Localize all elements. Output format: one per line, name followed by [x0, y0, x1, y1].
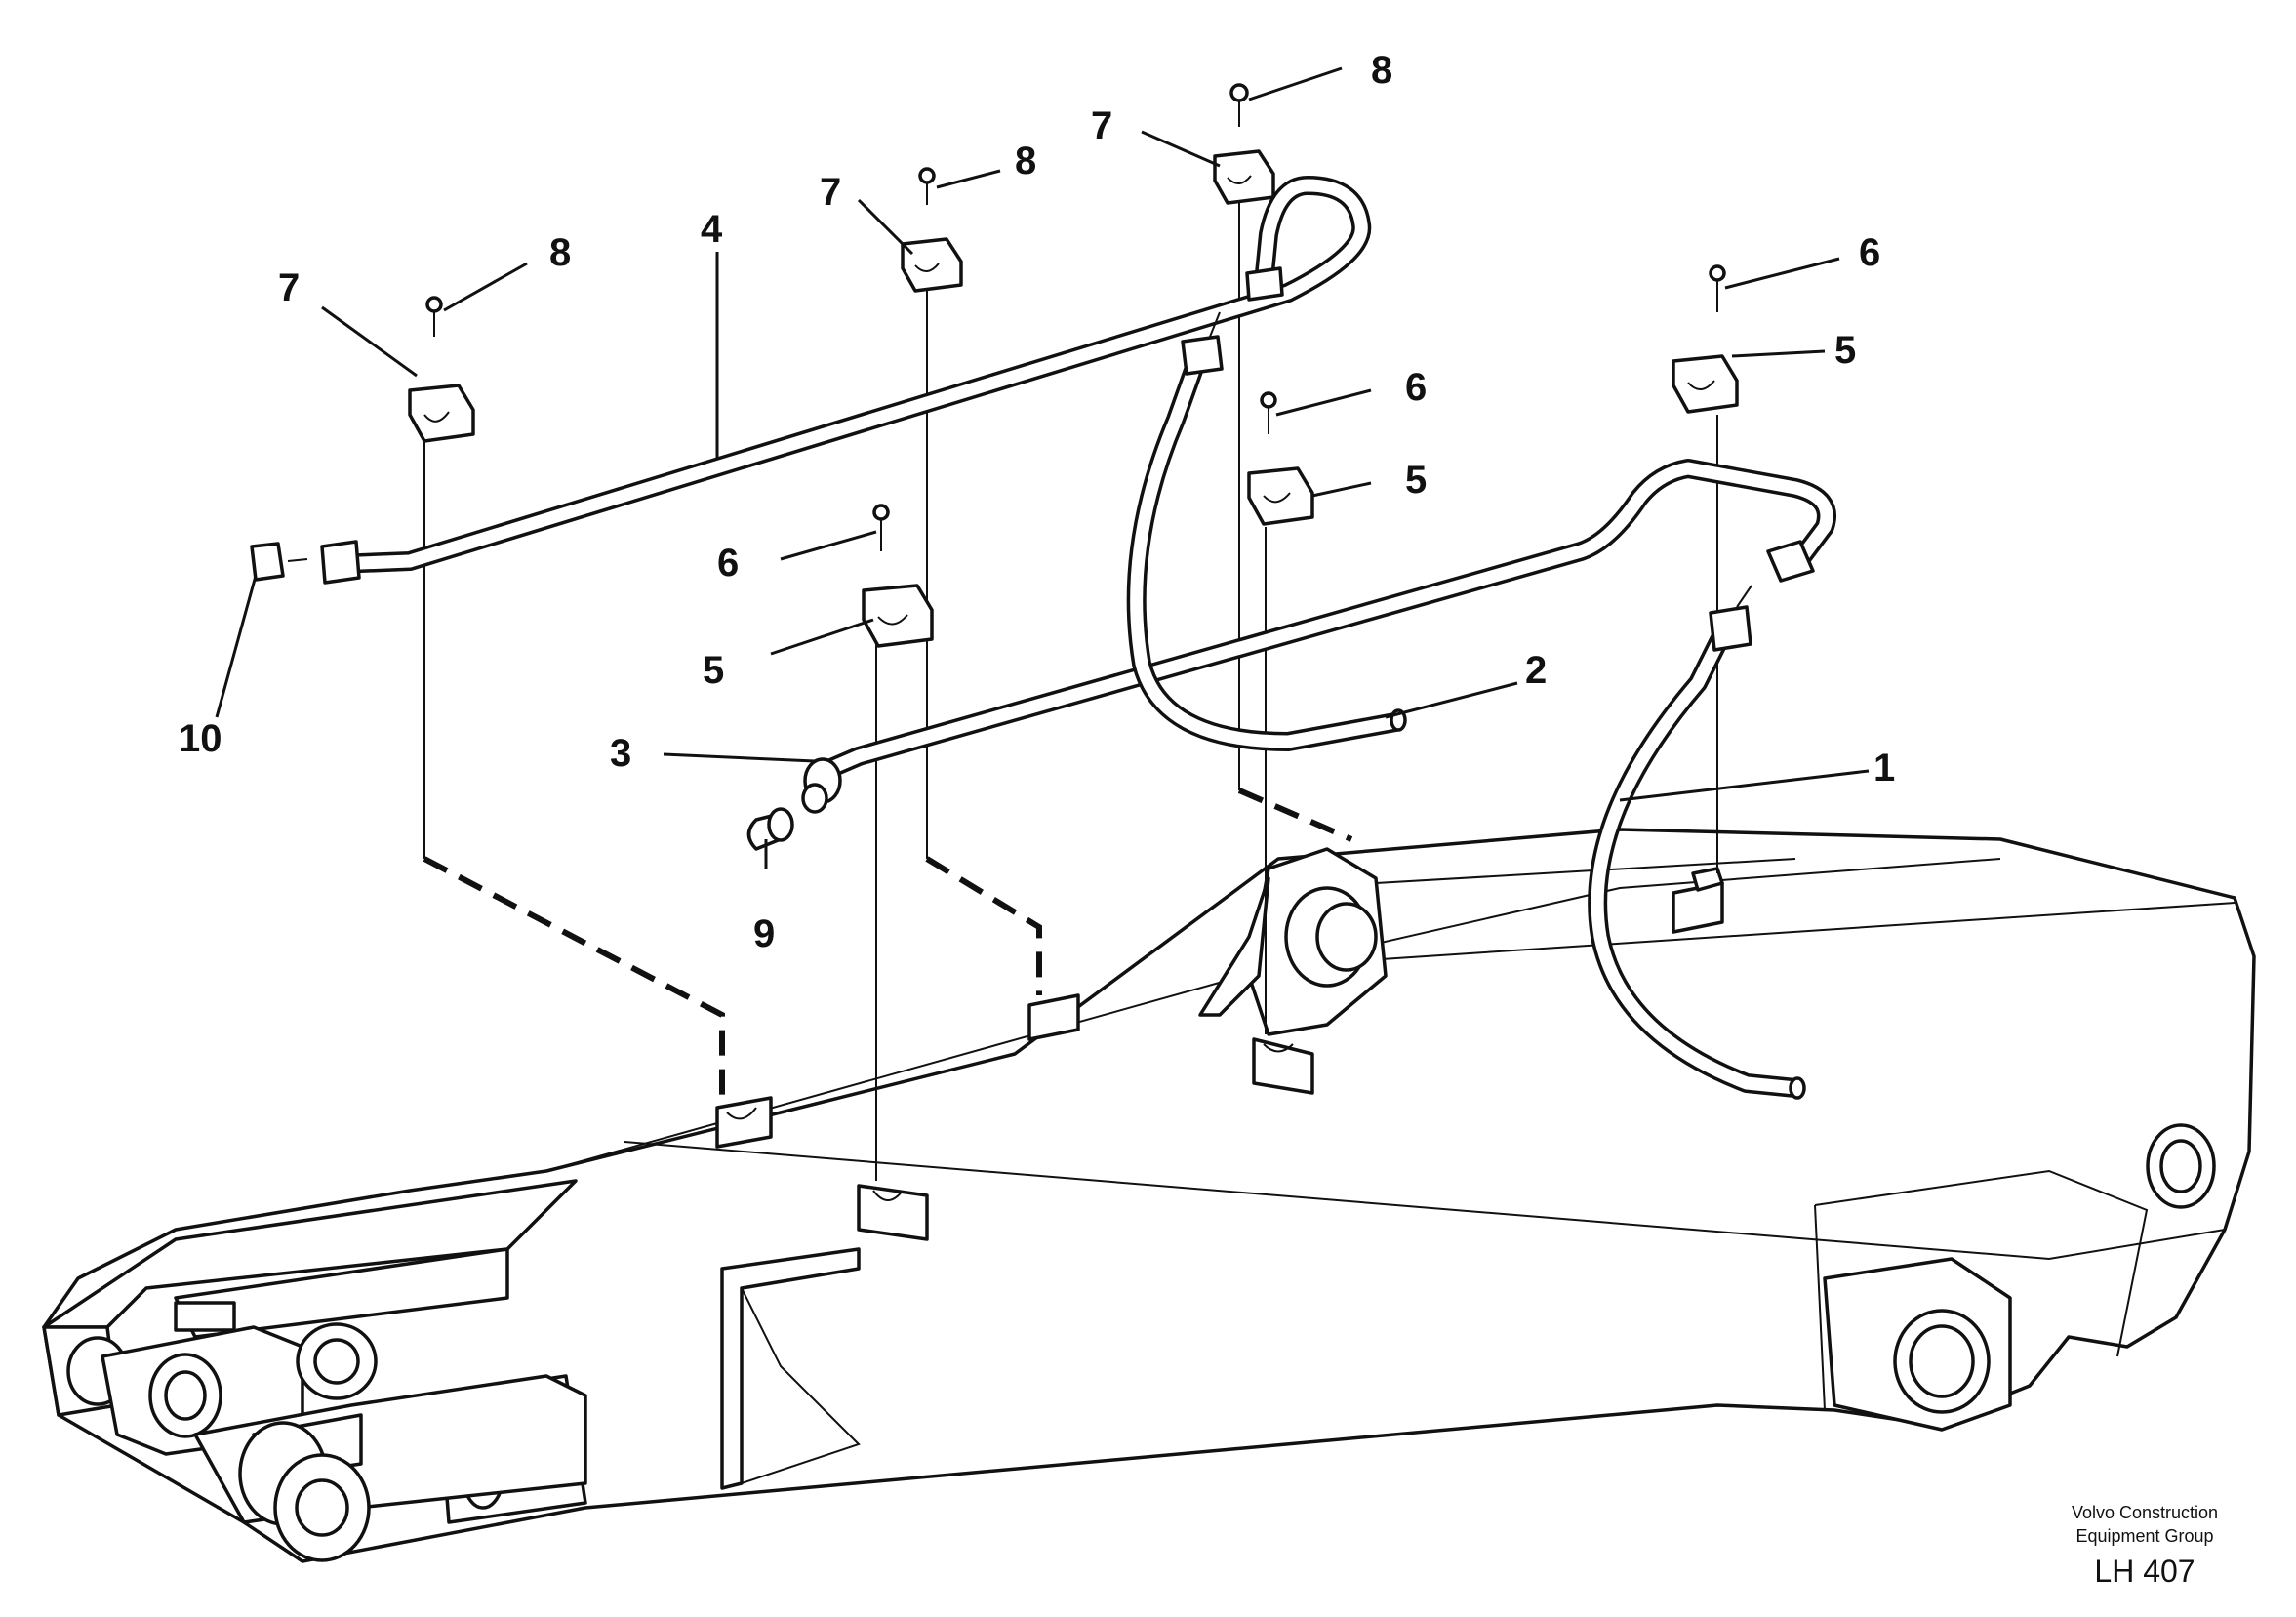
boom-forks	[42, 1179, 587, 1562]
hose-1	[1588, 585, 1806, 1100]
leader-lines	[215, 66, 1870, 869]
callout-6-middle: 6	[717, 542, 739, 585]
fittings	[250, 542, 794, 851]
hose-2	[1126, 311, 1407, 751]
callout-labels: 1 2 3 4 5 5 5 6 6 6 7 7 7 8 8 8 9 10	[179, 49, 1895, 955]
clamp-hardware	[408, 83, 1739, 648]
callout-5-middle: 5	[703, 649, 724, 692]
footer-company-line-1: Volvo Construction	[2071, 1503, 2219, 1522]
clamp-bases	[715, 867, 1724, 1241]
callout-6-center: 6	[1405, 366, 1427, 409]
callout-8-left: 8	[549, 231, 571, 274]
callout-7-left: 7	[278, 266, 300, 309]
callout-10: 10	[179, 717, 222, 760]
callout-7-top: 7	[1091, 104, 1112, 147]
callout-8-top: 8	[1371, 49, 1392, 92]
callout-9: 9	[753, 912, 775, 955]
callout-3: 3	[610, 732, 631, 775]
callout-6-right: 6	[1859, 231, 1880, 274]
callout-7-middle: 7	[820, 171, 841, 214]
callout-2: 2	[1525, 649, 1547, 692]
pipe-4	[320, 176, 1372, 585]
footer-drawing-code: LH 407	[2094, 1554, 2195, 1589]
callout-4: 4	[701, 208, 723, 251]
boom-pivot-bracket	[1198, 847, 1796, 1036]
callout-8-middle: 8	[1015, 140, 1036, 182]
callout-5-center: 5	[1405, 459, 1427, 502]
callout-1: 1	[1873, 747, 1895, 789]
footer-company-line-2: Equipment Group	[2075, 1526, 2214, 1546]
pipe-3	[801, 459, 1836, 814]
assembly-guide-lines	[423, 176, 1718, 1181]
callout-5-right: 5	[1834, 329, 1856, 372]
